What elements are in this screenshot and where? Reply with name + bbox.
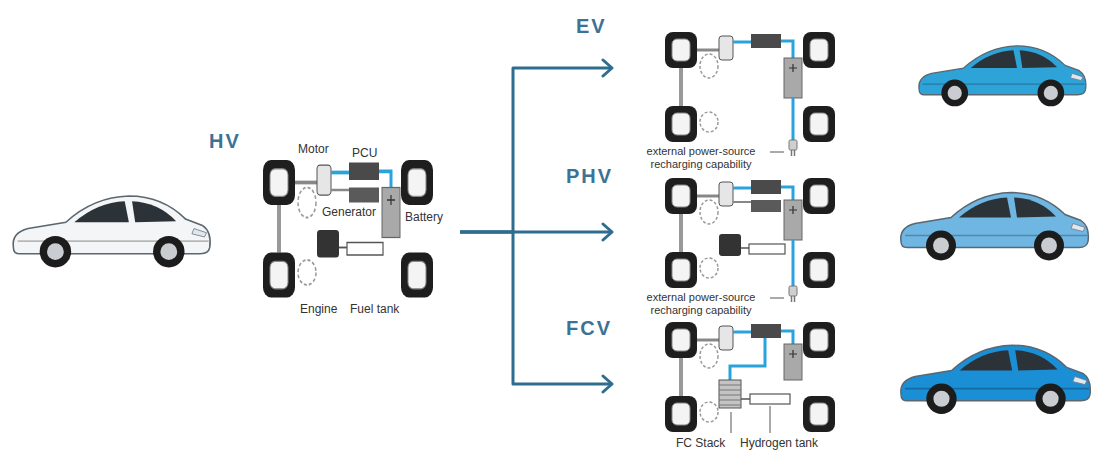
group-heading: PHV (566, 164, 613, 188)
car-illustration (13, 196, 210, 267)
part-label: Battery (405, 210, 443, 224)
group-heading: FCV (566, 316, 612, 340)
car-illustration (901, 345, 1090, 414)
powertrain-group: HV (205, 125, 460, 310)
leader-line (770, 406, 771, 433)
leader-line (770, 298, 784, 299)
branch-arrow (460, 68, 612, 232)
part-label: FC Stack (676, 436, 725, 450)
car-illustration (901, 193, 1089, 261)
powertrain-schematic (665, 322, 835, 432)
branch-arrow (460, 232, 612, 384)
powertrain-group: FCV (612, 312, 847, 432)
powertrain-group: PHV (612, 160, 847, 300)
part-label: external power-source recharging capabil… (636, 291, 766, 317)
part-label: PCU (352, 146, 377, 160)
part-label: Motor (298, 142, 329, 156)
leader-line (731, 412, 732, 433)
car-illustration (919, 46, 1086, 107)
part-label: Fuel tank (350, 302, 399, 316)
powertrain-schematic (665, 32, 835, 156)
leader-line (770, 152, 784, 153)
group-heading: EV (576, 14, 607, 38)
powertrain-schematic (263, 160, 433, 298)
part-label: Engine (300, 302, 337, 316)
group-heading: HV (209, 129, 241, 153)
powertrain-schematic (665, 178, 835, 302)
part-label: Generator (322, 205, 376, 219)
part-label: external power-source recharging capabil… (636, 145, 766, 171)
part-label: Hydrogen tank (740, 436, 818, 450)
powertrain-group: EV (612, 10, 847, 150)
